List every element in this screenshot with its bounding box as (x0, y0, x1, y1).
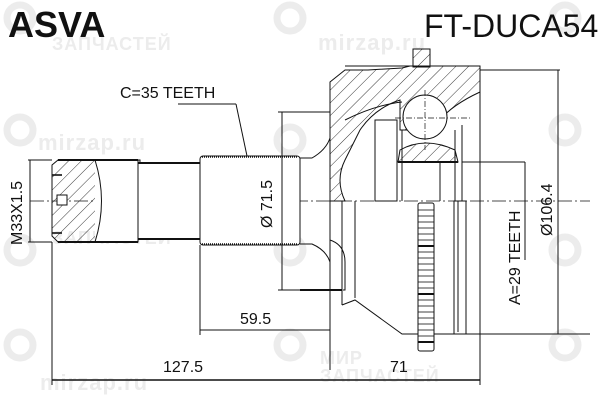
label-length-inner: 59.5 (240, 311, 271, 328)
watermark-pin-icon (3, 1, 582, 362)
spline-shaft (199, 155, 301, 246)
watermark-text: mirzap.ru (38, 130, 147, 155)
label-abs-ring: A=29 TEETH (507, 211, 524, 305)
watermark-text: ЗАПЧАСТЕЙ (320, 366, 440, 386)
retaining-clip (412, 48, 431, 68)
label-thread: M33X1.5 (9, 181, 26, 245)
inner-race (397, 142, 459, 163)
label-length-total: 127.5 (163, 359, 203, 376)
watermark-text: mirzap.ru (40, 370, 149, 395)
label-length-outer: 71 (390, 359, 408, 376)
abs-ring (417, 202, 435, 352)
watermark-text: ЗАПЧАСТЕЙ (52, 34, 172, 54)
outer-housing-section (329, 65, 481, 202)
shaft (137, 162, 201, 240)
part-number: FT-DUCA54 (424, 8, 599, 44)
label-shaft-splines: C=35 TEETH (120, 85, 215, 102)
label-shaft-diameter: Ø 71.5 (259, 180, 276, 228)
watermark-text: mirzap.ru (318, 30, 427, 55)
abs-ring-teeth (418, 209, 434, 343)
brand-logo: ASVA (8, 4, 106, 45)
label-outer-diameter: Ø106.4 (539, 183, 556, 236)
